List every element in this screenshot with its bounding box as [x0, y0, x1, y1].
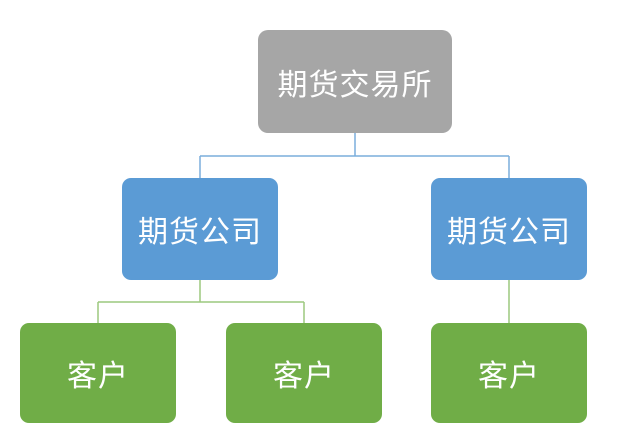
connector-lines [97, 133, 510, 323]
node-futures-firm-right: 期货公司 [431, 178, 587, 280]
node-client-2-label: 客户 [273, 359, 335, 394]
node-futures-firm-left-label: 期货公司 [138, 215, 262, 250]
node-client-1: 客户 [20, 323, 176, 423]
node-futures-firm-right-label: 期货公司 [447, 215, 571, 250]
node-futures-exchange-label: 期货交易所 [277, 67, 433, 103]
org-chart: 期货交易所 期货公司 期货公司 客户 客户 客户 [20, 30, 587, 423]
node-client-3-label: 客户 [478, 359, 540, 394]
node-client-2: 客户 [226, 323, 382, 423]
node-client-1-label: 客户 [67, 359, 129, 394]
node-futures-firm-left: 期货公司 [122, 178, 278, 280]
node-client-3: 客户 [431, 323, 587, 423]
node-futures-exchange: 期货交易所 [258, 30, 452, 133]
